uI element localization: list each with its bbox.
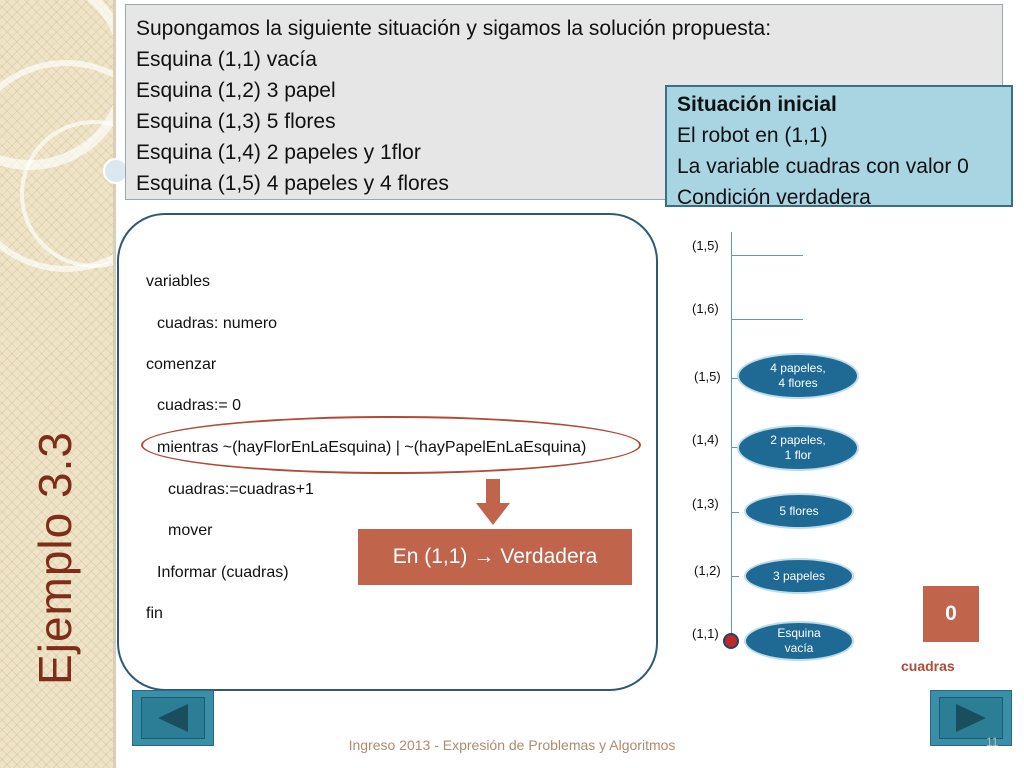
corner-1-2: 3 papeles (744, 558, 854, 594)
initial-state-heading: Situación inicial (677, 93, 837, 116)
corner-label: (1,4) (692, 432, 719, 447)
evaluation-result: En (1,1) → Verdadera (358, 529, 632, 585)
corner-1-1: Esquina vacía (744, 621, 854, 661)
triangle-left-icon (158, 704, 188, 732)
corner-label: (1,6) (692, 301, 719, 316)
street-tick (731, 512, 739, 513)
intro-line: Esquina (1,2) 3 papel (136, 79, 336, 102)
corner-1-3: 5 flores (744, 493, 854, 529)
evaluation-prefix: En (1,1) (392, 545, 468, 568)
street-tick (731, 576, 739, 577)
corner-label: (1,5) (692, 238, 719, 253)
evaluation-value: Verdadera (500, 545, 598, 568)
street-tick (731, 319, 803, 320)
street-tick (731, 255, 803, 256)
corner-content-line: Esquina (777, 626, 821, 640)
street-line (731, 232, 732, 642)
corner-label: (1,5) (694, 369, 721, 384)
code-line: mover (168, 522, 213, 539)
code-line: comenzar (146, 356, 217, 373)
counter-value: 0 (923, 586, 979, 642)
sidebar-divider (113, 0, 116, 768)
down-arrow-icon (476, 479, 510, 525)
robot-dot-icon (723, 633, 739, 649)
slide-title: Ejemplo 3.3 (29, 431, 81, 685)
corner-content-line: 4 flores (778, 376, 818, 390)
next-slide-button[interactable] (930, 690, 1012, 746)
decorative-ring (0, 60, 113, 272)
intro-line: Esquina (1,1) vacía (136, 48, 317, 71)
slide-footer: Ingreso 2013 - Expresión de Problemas y … (348, 737, 676, 753)
corner-1-5: 4 papeles, 4 flores (737, 353, 859, 399)
code-line: cuadras:=cuadras+1 (168, 481, 314, 498)
initial-state-line: La variable cuadras con valor 0 (677, 155, 969, 178)
counter-label: cuadras (901, 658, 955, 674)
code-line: fin (146, 605, 163, 622)
street-tick (731, 378, 739, 379)
code-line: Informar (cuadras) (157, 564, 289, 581)
corner-label: (1,1) (692, 626, 719, 641)
triangle-right-icon (956, 704, 986, 732)
slide-sidebar: Ejemplo 3.3 (0, 0, 113, 768)
intro-line: Esquina (1,3) 5 flores (136, 110, 336, 133)
right-arrow-icon: → (473, 545, 495, 568)
corner-label: (1,3) (692, 496, 719, 511)
corner-content-line: vacía (784, 641, 814, 655)
initial-state-box: Situación inicial El robot en (1,1) La v… (665, 85, 1013, 209)
intro-line: Esquina (1,4) 2 papeles y 1flor (136, 141, 421, 164)
corner-1-4: 2 papeles, 1 flor (737, 425, 859, 471)
page-number: 11 (986, 735, 999, 749)
corner-content-line: 1 flor (784, 448, 812, 462)
corner-content-line: 3 papeles (772, 568, 826, 583)
code-line: cuadras:= 0 (157, 397, 242, 414)
previous-slide-button[interactable] (132, 690, 214, 746)
intro-line: Esquina (1,5) 4 papeles y 4 flores (136, 172, 449, 195)
street-tick (731, 447, 739, 448)
intro-line: Supongamos la siguiente situación y siga… (136, 17, 772, 40)
corner-label: (1,2) (694, 563, 721, 578)
initial-state-line: Condición verdadera (677, 186, 871, 209)
corner-content-line: 4 papeles, (770, 361, 826, 375)
initial-state-line: El robot en (1,1) (677, 124, 828, 147)
corner-content-line: 5 flores (779, 503, 819, 518)
condition-highlight (141, 416, 641, 474)
code-line: cuadras: numero (157, 315, 278, 332)
corner-content-line: 2 papeles, (770, 433, 826, 447)
code-line: variables (146, 273, 211, 290)
